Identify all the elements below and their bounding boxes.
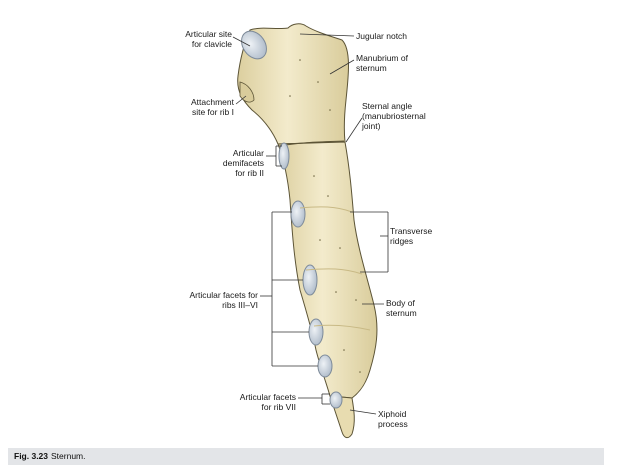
leader-lines [232, 33, 389, 415]
rib3-facet [290, 200, 306, 228]
label-manubrium: Manubrium of sternum [356, 53, 408, 73]
transverse-ridge-lines [299, 206, 371, 331]
label-jugular-notch: Jugular notch [356, 31, 408, 41]
label-attachment-rib1: Attachment site for rib I [191, 97, 234, 117]
label-articular-site-clavicle: Articular site for clavicle [185, 29, 232, 49]
rib7-facet [329, 391, 343, 409]
rib2-demifacets [278, 142, 290, 170]
label-sternal-angle: Sternal angle (manubriosternal joint) [362, 101, 426, 131]
label-facets-rib3-6: Articular facets for ribs III–VI [189, 290, 259, 310]
label-xiphoid: Xiphoid process [378, 409, 408, 429]
clavicle-facet [241, 30, 267, 60]
label-demifacets-rib2: Articular demifacets for rib II [222, 148, 264, 178]
label-body-sternum: Body of sternum [386, 298, 417, 318]
rib5-facet [308, 318, 324, 346]
caption-text: Sternum. [51, 451, 86, 461]
bone-texture-dots [289, 59, 361, 373]
sternum-illustration [232, 23, 389, 439]
label-facets-rib7: Articular facets for rib VII [239, 392, 296, 412]
rib6-facet [317, 354, 333, 378]
label-transverse-ridges: Transverse ridges [390, 226, 433, 246]
caption-number: Fig. 3.23 [14, 451, 49, 461]
